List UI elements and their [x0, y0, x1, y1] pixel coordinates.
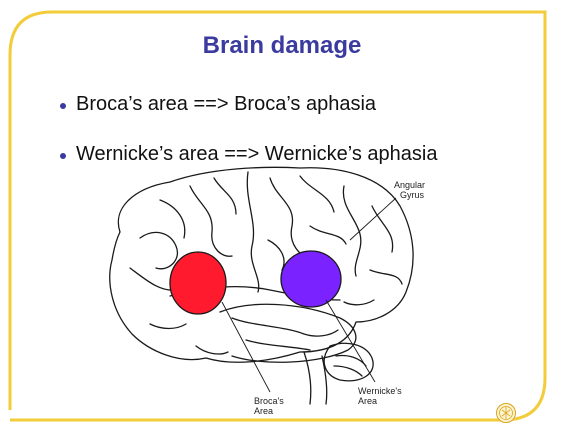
- wernicke-area-marker: [281, 251, 341, 307]
- broca-area-label: Broca's Area: [254, 396, 284, 416]
- wernicke-leader-line: [326, 300, 375, 382]
- broca-label-line1: Broca's: [254, 396, 284, 406]
- wernicke-area-label: Wernicke's Area: [358, 386, 402, 406]
- temporal-lobe: [220, 304, 356, 362]
- broca-area-marker: [170, 252, 226, 314]
- university-seal-icon: [495, 402, 517, 424]
- central-sulcus: [247, 172, 258, 292]
- broca-label-line2: Area: [254, 406, 273, 416]
- angular-label-line2: Gyrus: [394, 190, 424, 200]
- angular-label-line1: Angular: [394, 180, 425, 190]
- broca-leader-line: [222, 302, 270, 392]
- wernicke-label-line2: Area: [358, 396, 377, 406]
- brain-outline: [110, 167, 413, 362]
- angular-gyrus-label: Angular Gyrus: [394, 180, 425, 200]
- wernicke-label-line1: Wernicke's: [358, 386, 402, 396]
